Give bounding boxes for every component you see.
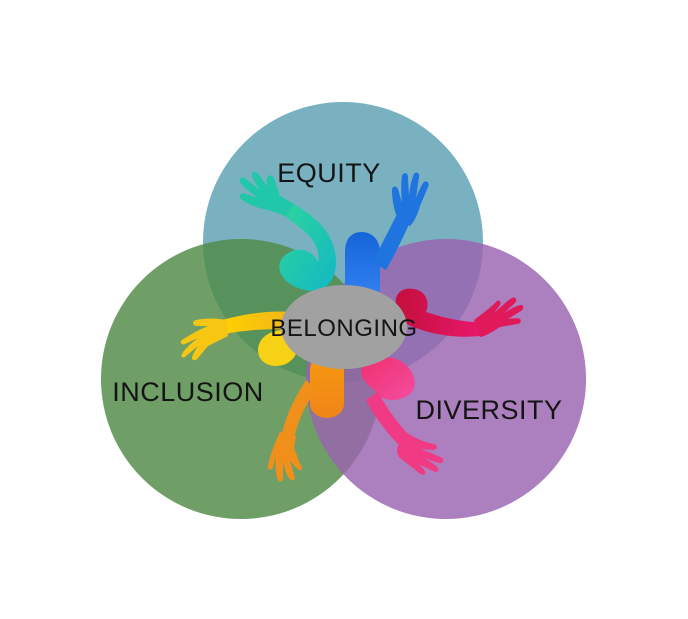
- diversity-label: DIVERSITY: [415, 395, 562, 425]
- belonging-center: [281, 285, 407, 369]
- orange-hand-icon: [267, 354, 344, 482]
- hands-group: [180, 172, 524, 482]
- inclusion-label: INCLUSION: [112, 377, 264, 407]
- blue-hand-icon: [345, 172, 429, 292]
- equity-label: EQUITY: [277, 158, 381, 188]
- crimson-hand-icon: [395, 288, 524, 337]
- belonging-label: BELONGING: [270, 315, 417, 342]
- teal-hand-icon: [239, 172, 336, 291]
- pink-hand-icon: [361, 357, 444, 475]
